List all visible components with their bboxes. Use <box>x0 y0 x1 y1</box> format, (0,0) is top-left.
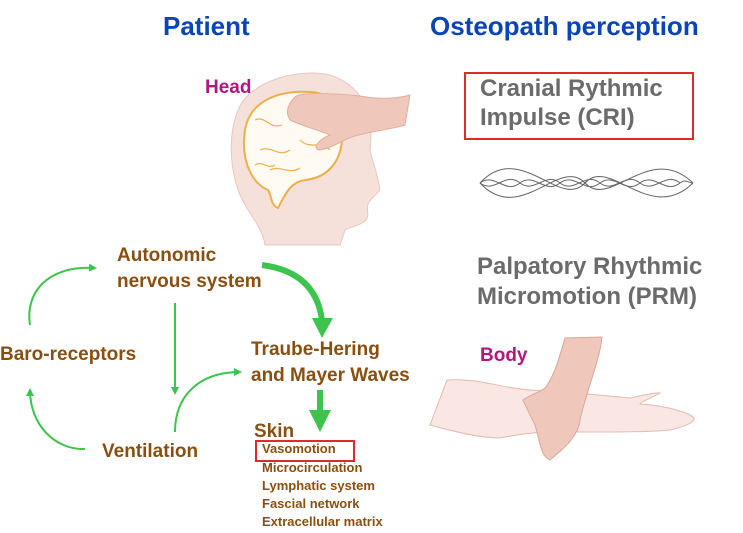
arrow-ans-to-waves <box>261 262 333 338</box>
cri-label-line1: Cranial Rythmic <box>480 75 663 102</box>
arrow-waves-to-skin <box>309 390 331 432</box>
skin-item: Microcirculation <box>262 460 363 475</box>
arrow-ventilation-to-baro <box>26 388 86 451</box>
node-waves-line1: Traube-Hering <box>251 339 380 360</box>
cri-highlight-box <box>464 72 694 140</box>
node-skin: Skin <box>254 421 295 442</box>
skin-item: Vasomotion <box>262 441 336 456</box>
skin-item: Fascial network <box>262 496 360 511</box>
body-label: Body <box>480 345 528 366</box>
node-baro-receptors: Baro-receptors <box>0 344 137 365</box>
head-label: Head <box>205 77 252 98</box>
node-ans-line2: nervous system <box>117 271 262 292</box>
node-waves-line2: and Mayer Waves <box>251 365 410 386</box>
prm-label-line1: Palpatory Rhythmic <box>477 253 703 280</box>
skin-item: Lymphatic system <box>262 478 375 493</box>
vasomotion-highlight-box <box>255 440 355 462</box>
skin-item: Extracellular matrix <box>262 514 383 529</box>
arrow-ventilation-to-waves <box>174 368 242 433</box>
cri-label-line2: Impulse (CRI) <box>480 104 635 131</box>
body-hand-illustration <box>522 336 603 461</box>
node-ans-line1: Autonomic <box>117 245 217 266</box>
hand-on-head <box>287 93 411 151</box>
patient-title: Patient <box>163 11 250 41</box>
prm-label-line2: Micromotion (PRM) <box>477 283 697 310</box>
arrow-baro-to-ans <box>28 263 97 326</box>
rhythm-waves-illustration <box>479 168 694 198</box>
osteopath-title: Osteopath perception <box>430 11 699 41</box>
node-ventilation: Ventilation <box>102 441 199 462</box>
